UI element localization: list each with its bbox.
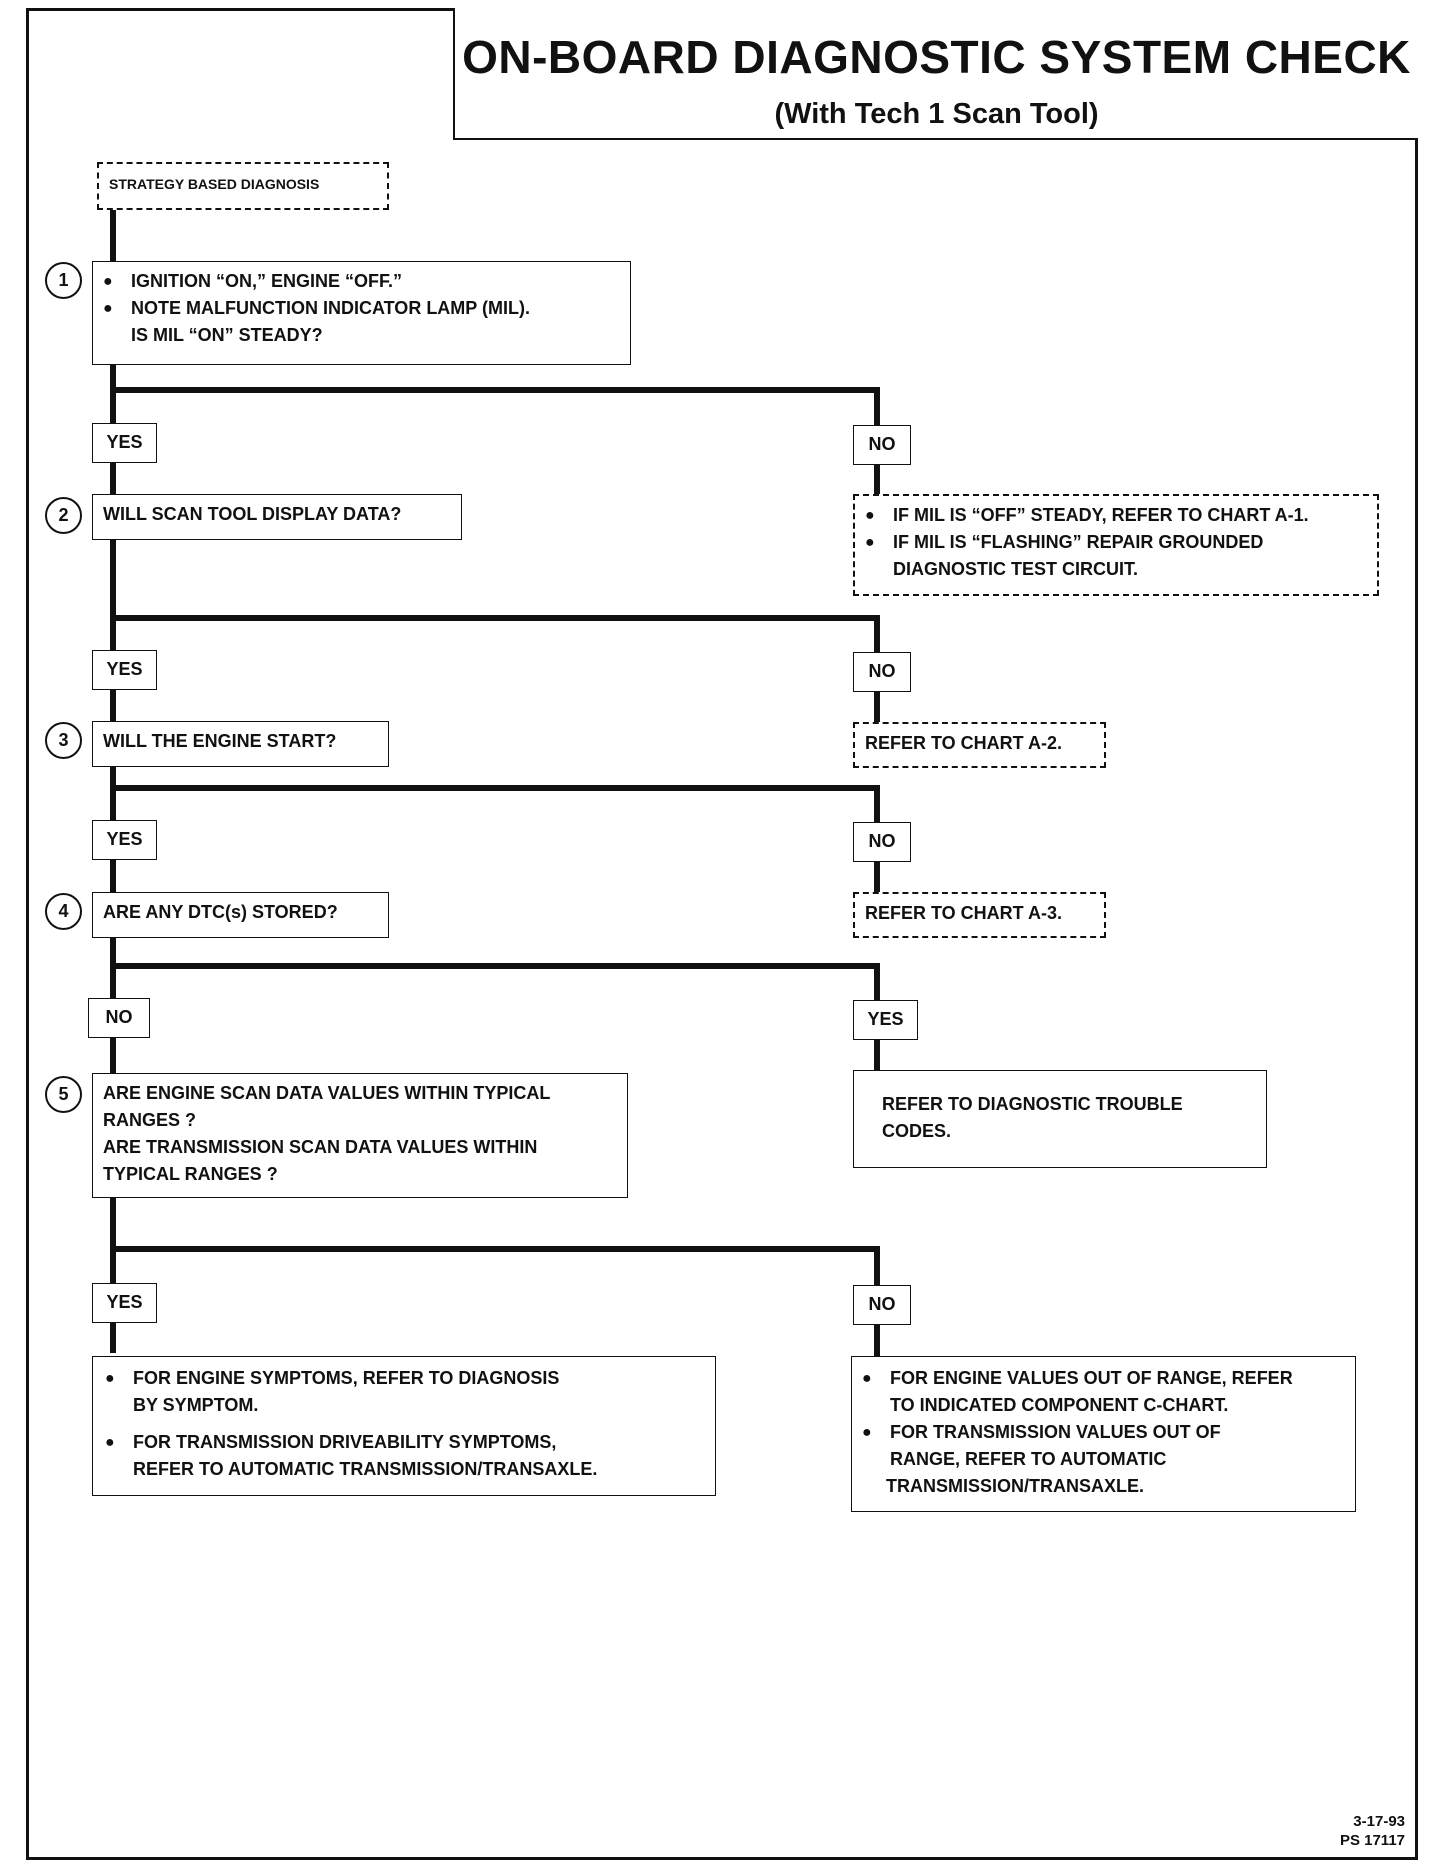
no-tag: NO: [853, 1285, 911, 1325]
step-number-4: 4: [45, 893, 82, 930]
transmission-values-text-cont-2: TRANSMISSION/TRANSAXLE.: [886, 1476, 1145, 1496]
step-5-box: ARE ENGINE SCAN DATA VALUES WITHIN TYPIC…: [92, 1073, 628, 1198]
yes-tag: YES: [92, 820, 157, 860]
step-2-box: WILL SCAN TOOL DISPLAY DATA?: [92, 494, 462, 540]
no-tag: NO: [853, 652, 911, 692]
bullet: ●: [865, 507, 875, 524]
connector: [110, 785, 880, 791]
title-block: ON-BOARD DIAGNOSTIC SYSTEM CHECK (With T…: [453, 8, 1418, 140]
yes-final-box: ● FOR ENGINE SYMPTOMS, REFER TO DIAGNOSIS…: [92, 1356, 716, 1496]
step-1-bullet-2: NOTE MALFUNCTION INDICATOR LAMP (MIL).: [131, 298, 530, 318]
connector: [110, 208, 116, 1353]
step-5-line-2: RANGES ?: [103, 1110, 197, 1130]
transmission-values-text-cont: RANGE, REFER TO AUTOMATIC: [890, 1449, 1167, 1469]
step-4-question: ARE ANY DTC(s) STORED?: [103, 902, 338, 922]
engine-values-text-cont: TO INDICATED COMPONENT C-CHART.: [890, 1395, 1229, 1415]
yes-tag: YES: [92, 650, 157, 690]
connector: [110, 387, 880, 393]
footer-date: 3-17-93: [1353, 1813, 1405, 1830]
connector: [110, 615, 880, 621]
mil-flashing-text-cont: DIAGNOSTIC TEST CIRCUIT.: [893, 559, 1139, 579]
step-4-box: ARE ANY DTC(s) STORED?: [92, 892, 389, 938]
engine-symptoms-text: FOR ENGINE SYMPTOMS, REFER TO DIAGNOSIS: [133, 1368, 560, 1388]
engine-values-text: FOR ENGINE VALUES OUT OF RANGE, REFER: [890, 1368, 1293, 1388]
page-subtitle: (With Tech 1 Scan Tool): [774, 98, 1099, 130]
transmission-values-text: FOR TRANSMISSION VALUES OUT OF: [890, 1422, 1221, 1442]
yes-tag: YES: [92, 1283, 157, 1323]
step-5-line-1: ARE ENGINE SCAN DATA VALUES WITHIN TYPIC…: [103, 1083, 551, 1103]
mil-off-text: IF MIL IS “OFF” STEADY, REFER TO CHART A…: [893, 505, 1309, 525]
no-final-box: ● FOR ENGINE VALUES OUT OF RANGE, REFER T…: [851, 1356, 1356, 1512]
dtc-outcome-box: REFER TO DIAGNOSTIC TROUBLE CODES.: [853, 1070, 1267, 1168]
step-number-3: 3: [45, 722, 82, 759]
transmission-symptoms-text: FOR TRANSMISSION DRIVEABILITY SYMPTOMS,: [133, 1432, 557, 1452]
footer-code: PS 17117: [1339, 1832, 1405, 1849]
step-number-2: 2: [45, 497, 82, 534]
step-1-box: ● IGNITION “ON,” ENGINE “OFF.” ● NOTE MALF…: [92, 261, 631, 365]
no-tag: NO: [853, 822, 911, 862]
bullet: ●: [105, 1370, 115, 1387]
strategy-based-diagnosis-box: STRATEGY BASED DIAGNOSIS: [97, 162, 389, 210]
connector: [110, 963, 880, 969]
no-tag: NO: [853, 425, 911, 465]
yes-tag: YES: [853, 1000, 918, 1040]
transmission-symptoms-text-cont: REFER TO AUTOMATIC TRANSMISSION/TRANSAXL…: [133, 1459, 598, 1479]
footer: 3-17-93 PS 17117: [1340, 1812, 1405, 1850]
chart-a3-box: REFER TO CHART A-3.: [853, 892, 1106, 938]
step-5-line-4: TYPICAL RANGES ?: [103, 1164, 278, 1184]
step-number-5: 5: [45, 1076, 82, 1113]
connector: [110, 1246, 880, 1252]
bullet: ●: [103, 273, 113, 290]
mil-outcome-box: ● IF MIL IS “OFF” STEADY, REFER TO CHART …: [853, 494, 1379, 596]
engine-symptoms-text-cont: BY SYMPTOM.: [133, 1395, 259, 1415]
strategy-label: STRATEGY BASED DIAGNOSIS: [109, 176, 320, 192]
dtc-text-1: REFER TO DIAGNOSTIC TROUBLE: [882, 1094, 1183, 1114]
bullet: ●: [105, 1434, 115, 1451]
step-3-question: WILL THE ENGINE START?: [103, 731, 337, 751]
step-2-question: WILL SCAN TOOL DISPLAY DATA?: [103, 504, 402, 524]
bullet: ●: [862, 1424, 872, 1441]
step-1-bullet-1: IGNITION “ON,” ENGINE “OFF.”: [131, 271, 403, 291]
page-title: ON-BOARD DIAGNOSTIC SYSTEM CHECK: [462, 31, 1411, 83]
mil-flashing-text: IF MIL IS “FLASHING” REPAIR GROUNDED: [893, 532, 1264, 552]
step-5-line-3: ARE TRANSMISSION SCAN DATA VALUES WITHIN: [103, 1137, 538, 1157]
chart-a2-box: REFER TO CHART A-2.: [853, 722, 1106, 768]
yes-tag: YES: [92, 423, 157, 463]
dtc-text-2: CODES.: [882, 1121, 952, 1141]
chart-a2-text: REFER TO CHART A-2.: [865, 733, 1063, 753]
no-tag: NO: [88, 998, 150, 1038]
chart-a3-text: REFER TO CHART A-3.: [865, 903, 1063, 923]
bullet: ●: [862, 1370, 872, 1387]
step-3-box: WILL THE ENGINE START?: [92, 721, 389, 767]
bullet: ●: [865, 534, 875, 551]
step-1-question: IS MIL “ON” STEADY?: [131, 325, 323, 345]
step-number-1: 1: [45, 262, 82, 299]
bullet: ●: [103, 300, 113, 317]
